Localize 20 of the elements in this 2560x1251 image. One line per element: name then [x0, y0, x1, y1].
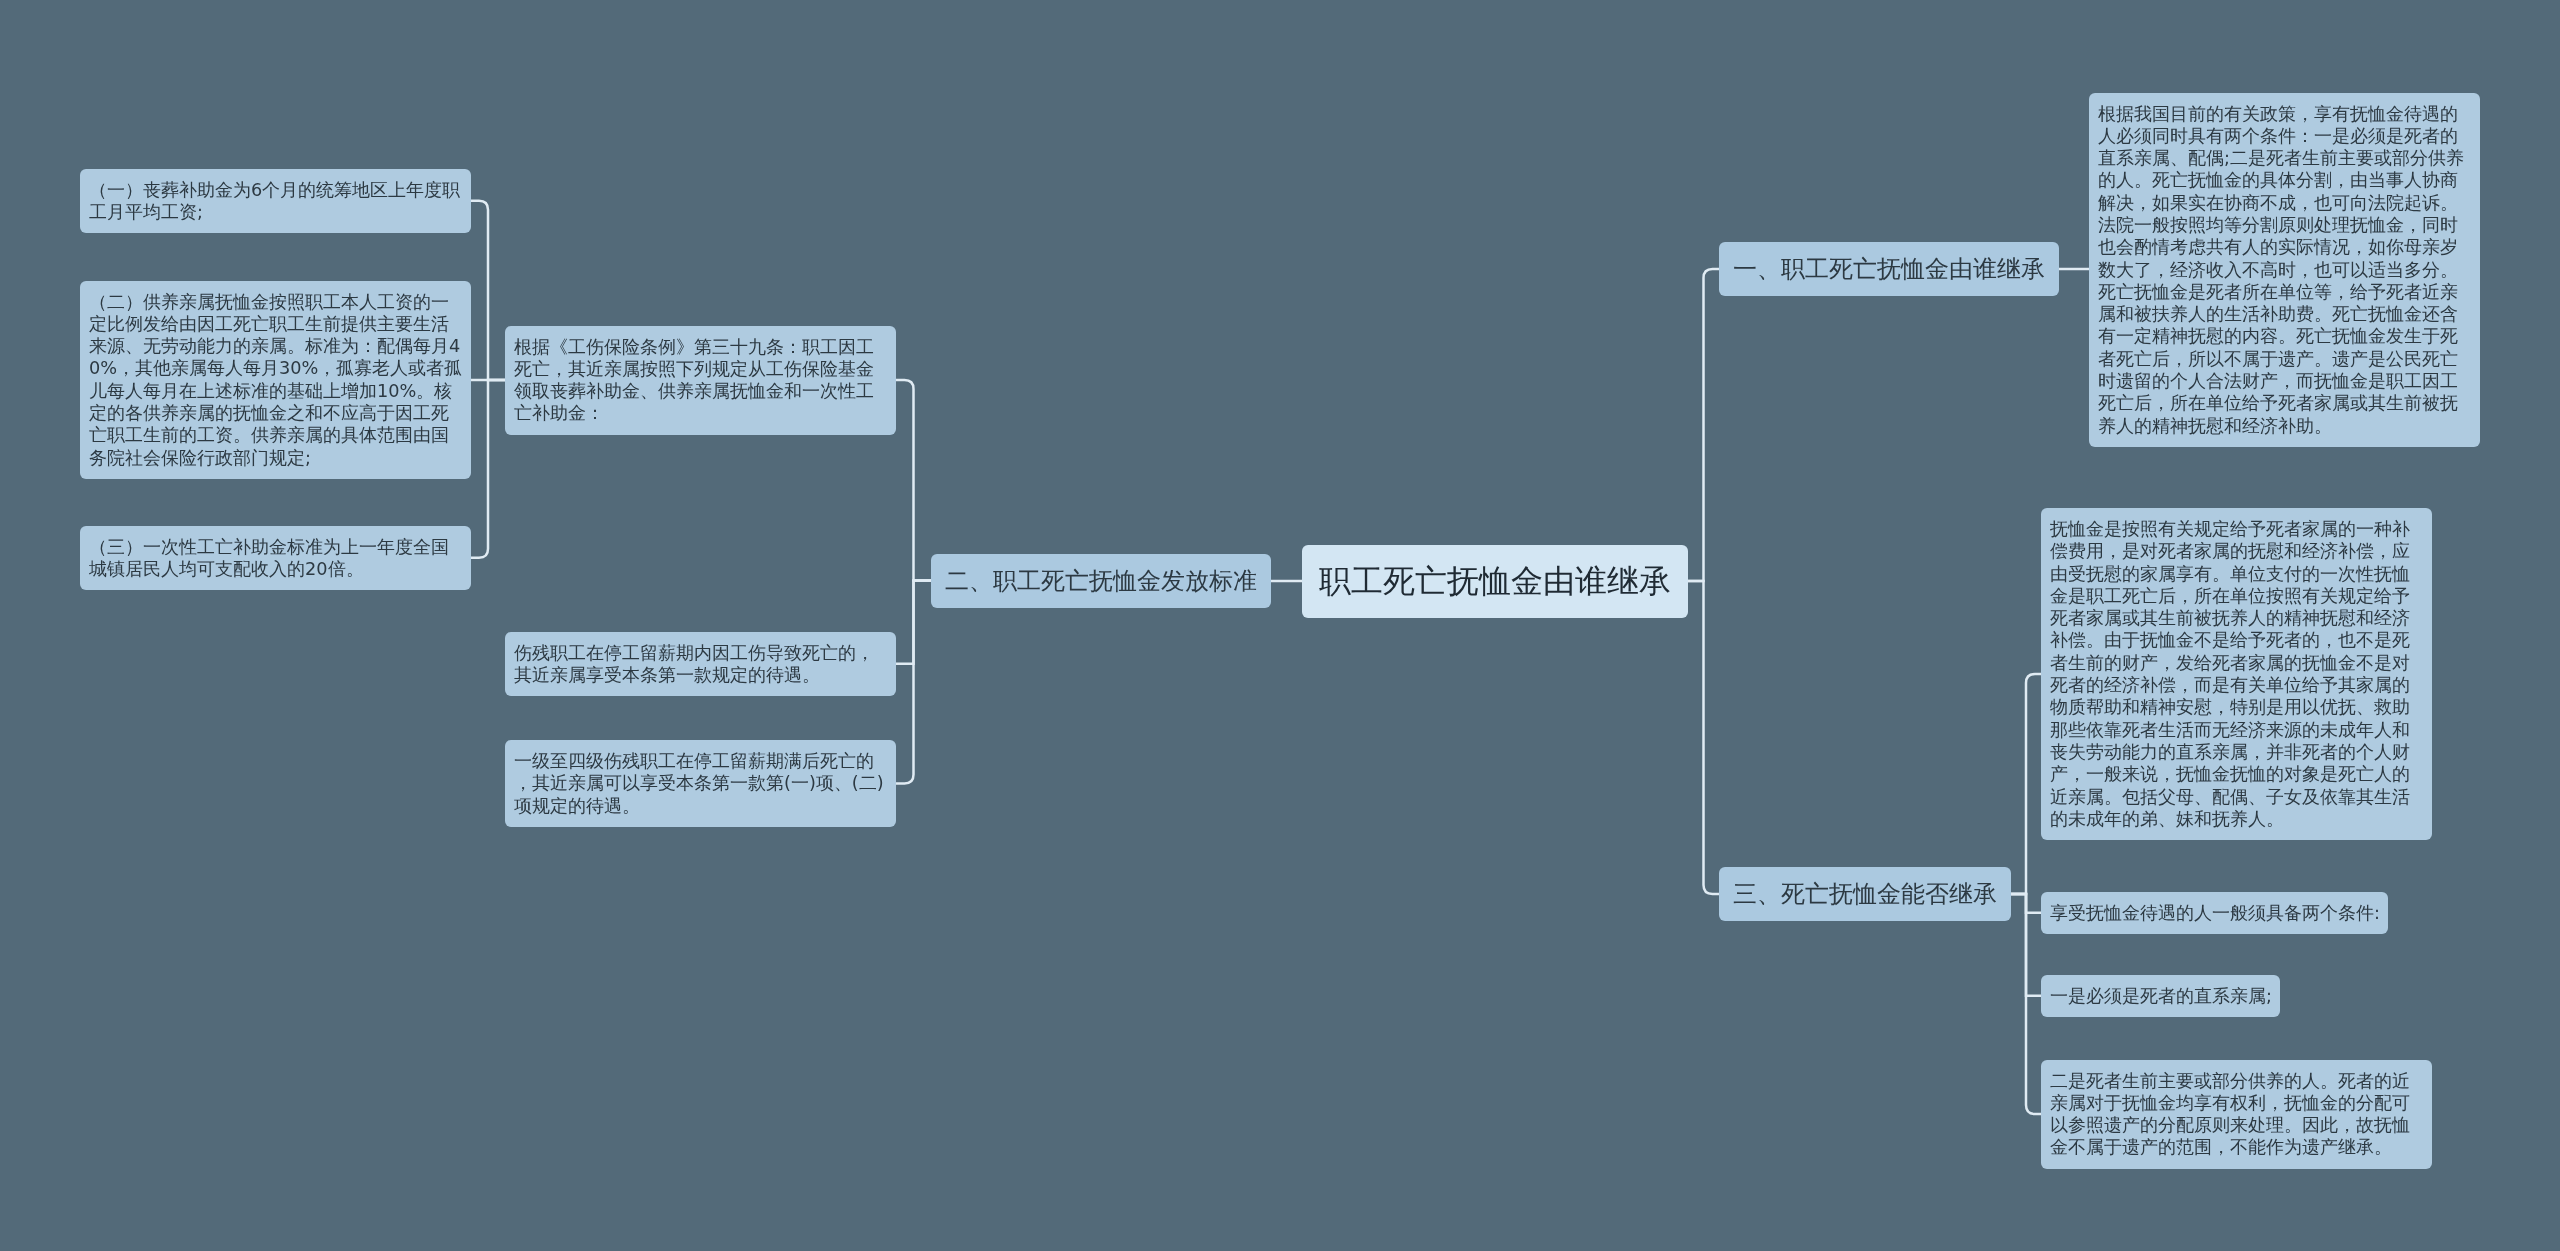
central-topic-box: 职工死亡抚恤金由谁继承 [1302, 544, 1688, 618]
connector-line [2059, 267, 2089, 271]
note-box: 一是必须是死者的直系亲属; [2041, 974, 2280, 1017]
topic-box: 三、死亡抚恤金能否继承 [1719, 867, 2011, 921]
note-box: （二）供养亲属抚恤金按照职工本人工资的一定比例发给由因工死亡职工生前提供主要生活来源、无劳动能力的亲属。标准为：配偶每月40%，其他亲属每人每月30%，孤寡老人或者孤儿每人每月在上述标准的基础上增加10%。核定的各供养亲属的抚恤金之和不应高于因工死亡职工生前的工资。供养亲属的具体范围由国务院社会保险行政部门规定; [80, 280, 471, 479]
connector-line [1271, 579, 1302, 583]
topic-box: 二、职工死亡抚恤金发放标准 [931, 553, 1271, 608]
note-box: 二是死者生前主要或部分供养的人。死者的近亲属对于抚恤金均享有权利，抚恤金的分配可以参照遗产的分配原则来处理。因此，故抚恤金不属于遗产的范围，不能作为遗产继承。 [2041, 1059, 2432, 1169]
note-box: （三）一次性工亡补助金标准为上一年度全国城镇居民人均可支配收入的20倍。 [80, 525, 471, 591]
note-box: （一）丧葬补助金为6个月的统筹地区上年度职工月平均工资; [80, 168, 471, 234]
note-box: 享受抚恤金待遇的人一般须具备两个条件: [2041, 891, 2388, 934]
connector-line [896, 579, 931, 785]
note-box: 根据《工伤保险条例》第三十九条：职工因工死亡，其近亲属按照下列规定从工伤保险基金领取丧葬补助金、供养亲属抚恤金和一次性工亡补助金： [505, 325, 896, 435]
note-box: 根据我国目前的有关政策，享有抚恤金待遇的人必须同时具有两个条件：一是必须是死者的直系亲属、配偶;二是死者生前主要或部分供养的人。死亡抚恤金的具体分割，由当事人协商解决，如果实在协商不成，也可向法院起诉。法院一般按照均等分割原则处理抚恤金，同时也会酌情考虑共有人的实际情况，如你母亲岁数大了，经济收入不高时，也可以适当多分。死亡抚恤金是死者所在单位等，给予死者近亲属和被扶养人的生活补助费。死亡抚恤金还含有一定精神抚慰的内容。死亡抚恤金发生于死者死亡后，所以不属于遗产。遗产是公民死亡时遗留的个人合法财产，而抚恤金是职工因工死亡后，所在单位给予死者家属或其生前被抚养人的精神抚慰和经济补助。 [2089, 92, 2480, 447]
connector-line [471, 378, 505, 560]
note-box: 一级至四级伤残职工在停工留薪期满后死亡的，其近亲属可以享受本条第一款第(一)项、(二)项规定的待遇。 [505, 740, 896, 827]
topic-box: 一、职工死亡抚恤金由谁继承 [1719, 242, 2059, 296]
note-box: 抚恤金是按照有关规定给予死者家属的一种补偿费用，是对死者家属的抚慰和经济补偿，应由受抚慰的家属享有。单位支付的一次性抚恤金是职工死亡后，所在单位按照有关规定给予死者家属或其生前被抚养人的精神抚慰和经济补偿。由于抚恤金不是给予死者的，也不是死者生前的财产，发给死者家属的抚恤金不是对死者的经济补偿，而是有关单位给予其家属的物质帮助和精神安慰，特别是用以优抚、救助那些依靠死者生活而无经济来源的未成年人和丧失劳动能力的直系亲属，并非死者的个人财产，一般来说，抚恤金抚恤的对象是死亡人的近亲属。包括父母、配偶、子女及依靠其生活的未成年的弟、妹和抚养人。 [2041, 508, 2432, 841]
note-box: 伤残职工在停工留薪期内因工伤导致死亡的，其近亲属享受本条第一款规定的待遇。 [505, 631, 896, 697]
connector-line [1688, 579, 1719, 896]
